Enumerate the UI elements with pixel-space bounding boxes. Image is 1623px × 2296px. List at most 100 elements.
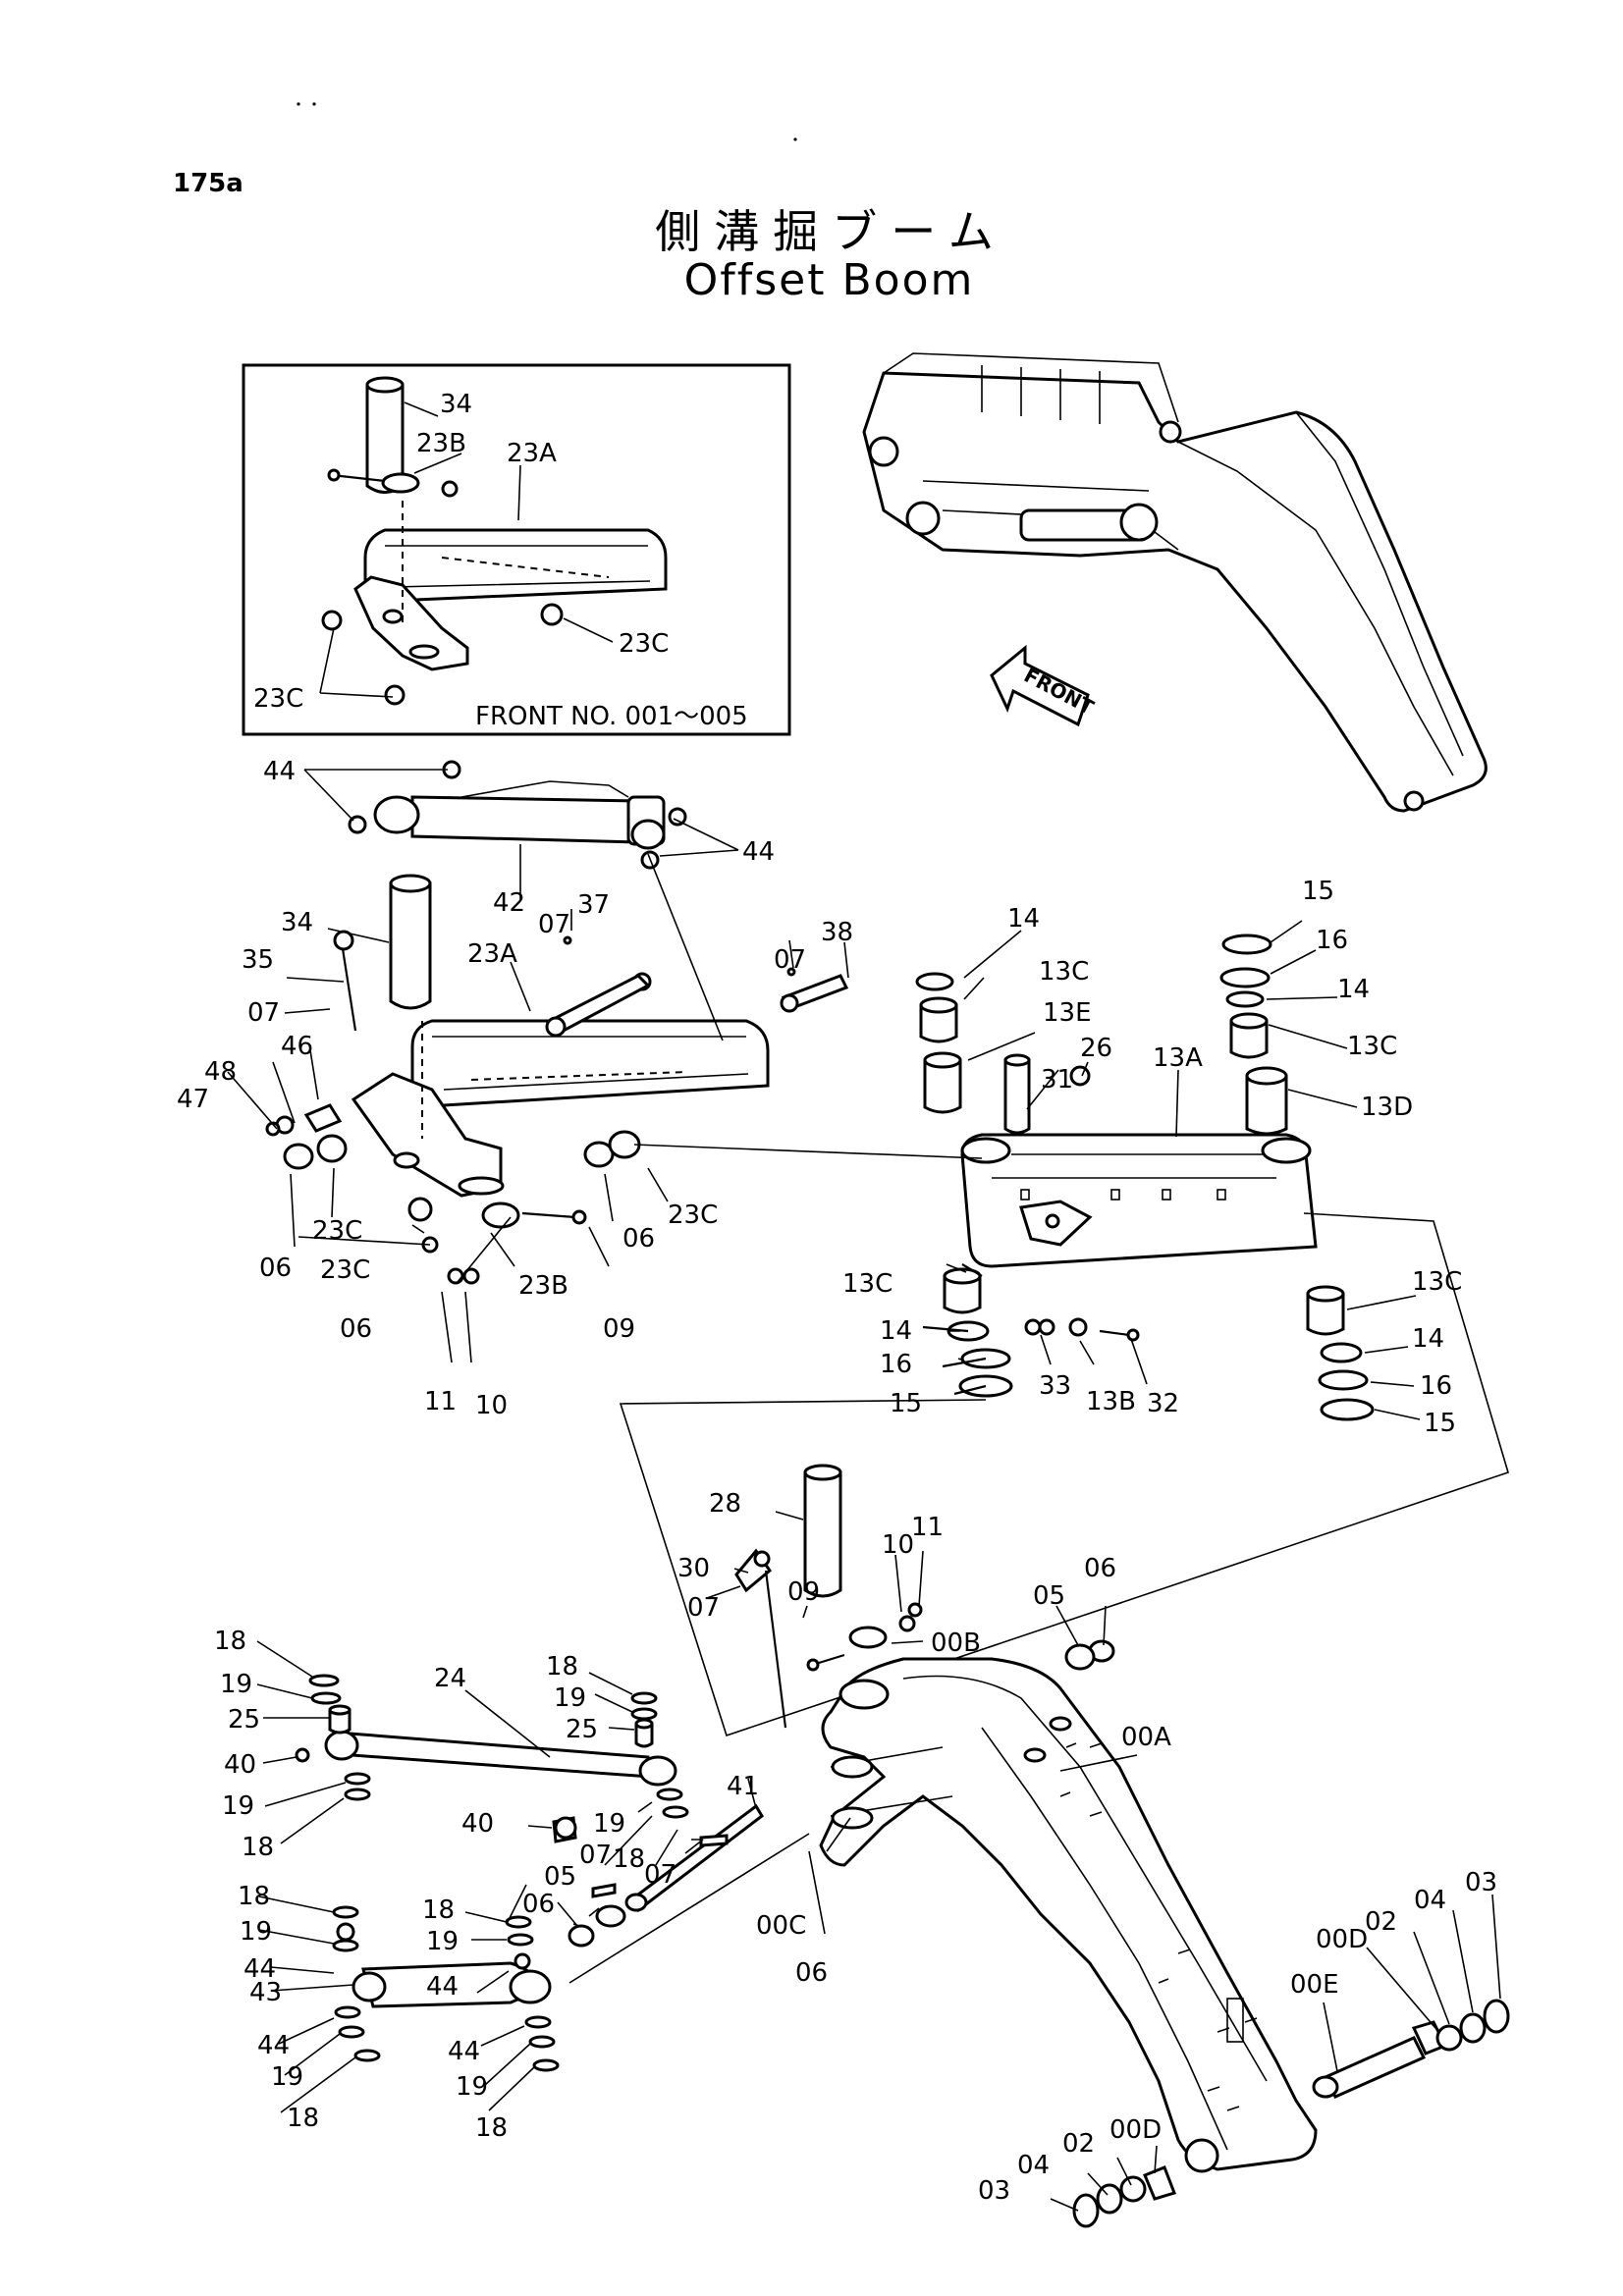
callout-19-link-b: 19	[271, 2062, 303, 2092]
callout-18-rod-c: 18	[546, 1652, 578, 1682]
callout-23a-main: 23A	[467, 939, 517, 969]
callout-34-main: 34	[281, 908, 313, 937]
callout-10-boom: 10	[882, 1530, 914, 1560]
cylinder-42	[348, 760, 687, 870]
beam-13a-assembly	[915, 934, 1375, 1421]
callout-09-upper: 09	[603, 1314, 635, 1344]
callout-19-rod-a: 19	[220, 1670, 252, 1699]
callout-00b: 00B	[931, 1629, 981, 1658]
scan-speck	[793, 137, 797, 141]
callout-43: 43	[249, 1978, 282, 2007]
callout-44-link-c: 44	[426, 1972, 459, 2002]
callout-19-rod-c: 19	[554, 1683, 586, 1713]
title-english: Offset Boom	[683, 255, 975, 305]
callout-37: 37	[577, 890, 610, 920]
callout-44-link-d: 44	[448, 2037, 480, 2066]
inset-collar-23b	[327, 468, 459, 498]
callout-23c-c: 23C	[668, 1201, 718, 1230]
callout-inset-23a: 23A	[507, 439, 557, 468]
inset-nuts-23c	[321, 603, 564, 706]
callout-00c: 00C	[756, 1911, 806, 1941]
scan-speck	[297, 102, 300, 106]
callout-00e: 00E	[1290, 1970, 1339, 2000]
callout-38: 38	[821, 918, 853, 947]
callout-07-mid: 07	[538, 910, 570, 939]
callout-19-link-a: 19	[240, 1917, 272, 1947]
callout-14-top-right: 14	[1337, 975, 1370, 1004]
callout-inset-23b: 23B	[416, 429, 466, 458]
callout-07-rod-b: 07	[644, 1860, 676, 1890]
page-number: 175a	[173, 169, 243, 198]
callout-02-right: 02	[1365, 1907, 1397, 1937]
callout-23c-a: 23C	[312, 1216, 362, 1246]
callout-44-top-left: 44	[263, 757, 296, 786]
callout-00d-bottom: 00D	[1109, 2115, 1162, 2145]
assembled-boom-illustration	[862, 352, 1488, 813]
callout-18-rod-a: 18	[214, 1627, 246, 1656]
callout-10-upper: 10	[475, 1391, 508, 1420]
callout-35: 35	[242, 945, 274, 975]
callout-11-upper: 11	[424, 1387, 457, 1416]
callout-16-lower-left: 16	[880, 1350, 912, 1379]
callout-23c-b: 23C	[320, 1255, 370, 1285]
callout-09-boom: 09	[787, 1577, 820, 1607]
callout-47: 47	[177, 1085, 209, 1114]
callout-04-bottom: 04	[1017, 2151, 1050, 2180]
callout-24: 24	[434, 1664, 466, 1693]
callout-15-top-right: 15	[1302, 877, 1334, 906]
callout-18-link-a: 18	[238, 1882, 270, 1911]
callout-44-link-a: 44	[243, 1954, 276, 1984]
rod-24-assembly	[295, 1674, 764, 2072]
callout-inset-23c-right: 23C	[619, 629, 669, 659]
callout-14-lower-right: 14	[1412, 1324, 1444, 1354]
callout-13b: 13B	[1086, 1387, 1136, 1416]
callout-18-link-d: 18	[475, 2113, 508, 2143]
callout-06-b: 06	[340, 1314, 372, 1344]
callout-42: 42	[493, 888, 525, 918]
inset-bracket-23a	[353, 501, 668, 671]
callout-46: 46	[281, 1032, 313, 1061]
scan-speck	[312, 102, 316, 106]
callout-11-boom: 11	[911, 1513, 944, 1542]
callout-13e: 13E	[1043, 998, 1092, 1028]
callout-13c-top: 13C	[1039, 957, 1089, 987]
callout-06-rod: 06	[522, 1890, 555, 1919]
callout-33: 33	[1039, 1371, 1071, 1401]
callout-06-lower: 06	[795, 1958, 828, 1988]
callout-19-link-c: 19	[426, 1927, 459, 1956]
callout-06-a: 06	[259, 1254, 292, 1283]
callout-19-rod-b: 19	[222, 1791, 254, 1821]
callout-13c-top-right: 13C	[1347, 1032, 1397, 1061]
front-direction-arrow: FRONT	[990, 644, 1098, 727]
callout-44-link-b: 44	[257, 2031, 290, 2060]
main-boom-00a	[734, 1464, 1510, 2228]
callout-07-rod-a: 07	[579, 1841, 612, 1870]
callout-25-rod-a: 25	[228, 1705, 260, 1735]
callout-30: 30	[677, 1554, 710, 1583]
callout-04-right: 04	[1414, 1886, 1446, 1915]
callout-15-lower-right: 15	[1424, 1409, 1456, 1438]
callout-32: 32	[1147, 1389, 1179, 1418]
callout-13c-lower-left: 13C	[842, 1269, 893, 1299]
callout-18-link-c: 18	[422, 1896, 455, 1925]
callout-13a: 13A	[1153, 1043, 1203, 1073]
callout-18-rod-b: 18	[242, 1833, 274, 1862]
callout-28: 28	[709, 1489, 741, 1519]
callout-40-rod-b: 40	[461, 1809, 494, 1839]
inset-caption: FRONT NO. 001～005	[475, 702, 748, 731]
callout-44-right: 44	[742, 837, 775, 867]
callout-26: 26	[1080, 1034, 1112, 1063]
callout-06-boom: 06	[1084, 1554, 1116, 1583]
callout-19-link-d: 19	[456, 2072, 488, 2102]
callout-40-rod-a: 40	[224, 1750, 256, 1780]
callout-00a: 00A	[1121, 1723, 1171, 1752]
callout-inset-34: 34	[440, 390, 472, 419]
callout-14-lower-left: 14	[880, 1316, 912, 1346]
callout-31: 31	[1041, 1065, 1073, 1095]
callout-19-rod-d: 19	[593, 1809, 625, 1839]
callout-07-boom: 07	[687, 1593, 720, 1623]
callout-14-top: 14	[1007, 904, 1040, 934]
inset-box: 34 23B 23A 23C 23C FRONT NO. 001～005	[242, 363, 791, 736]
